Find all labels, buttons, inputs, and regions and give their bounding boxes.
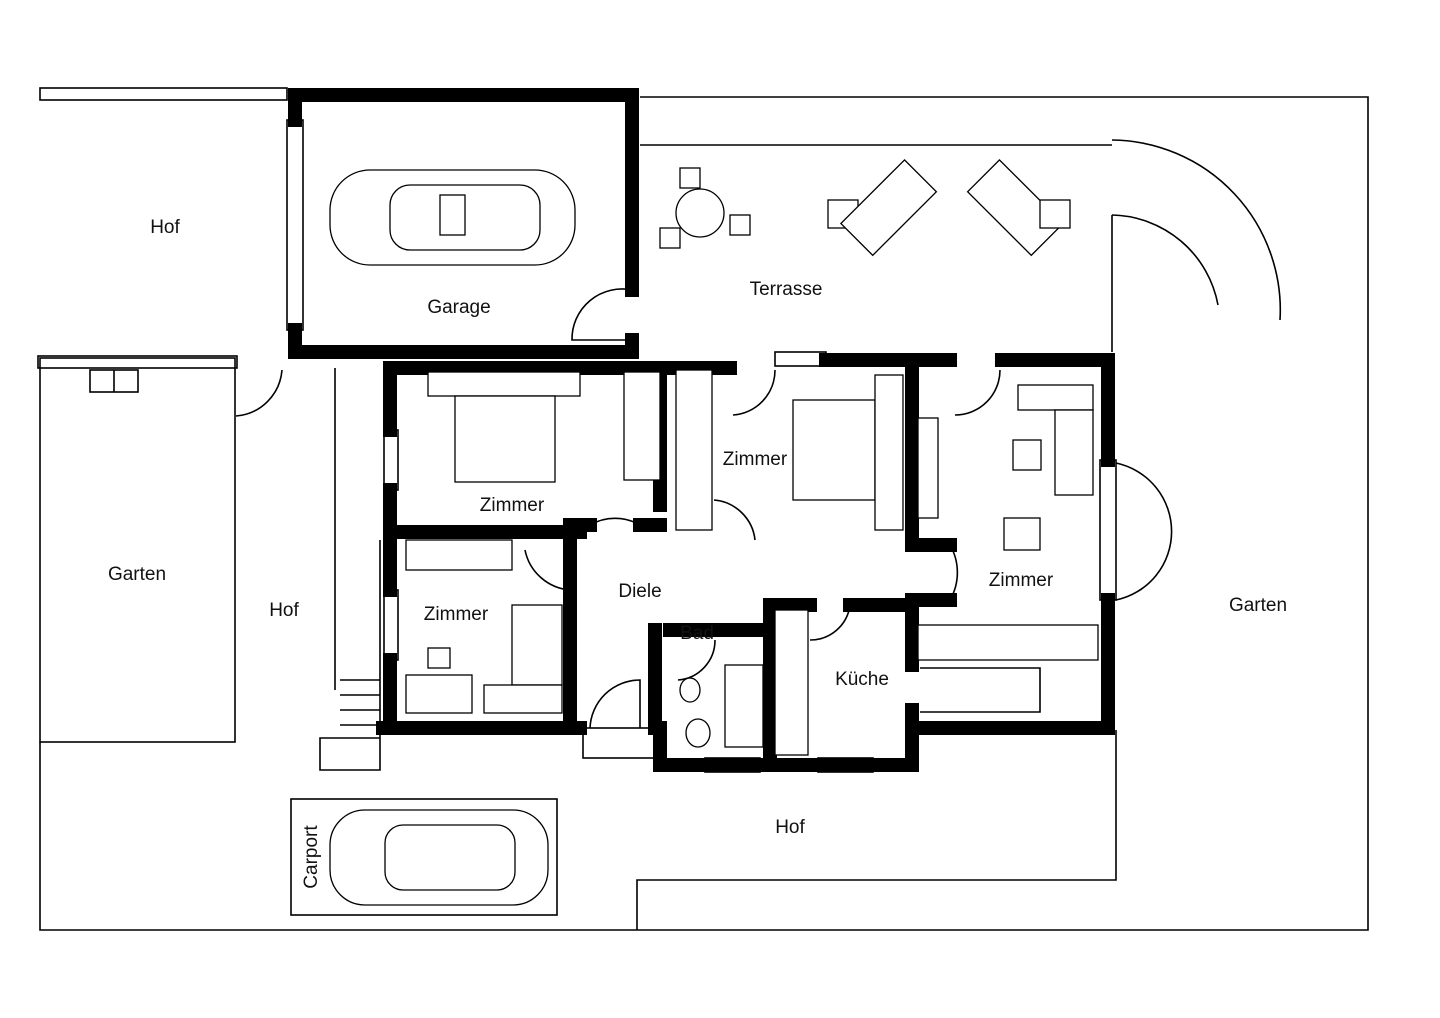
label-hof: Hof [150,217,180,238]
label-zimmer: Zimmer [723,449,788,470]
door-arc [235,369,283,417]
garage-walls [286,88,639,359]
car-carport [329,809,549,906]
label-hof: Hof [775,817,805,838]
label-diele: Diele [618,581,661,602]
property-lines [39,87,1369,931]
label-kueche: Küche [835,669,889,690]
label-zimmer: Zimmer [480,495,545,516]
carport-outline [290,798,558,916]
label-hof: Hof [269,600,299,621]
label-bad: Bad [680,623,714,644]
label-carport: Carport [301,825,322,889]
stairs [319,139,1282,771]
label-garage: Garage [427,297,490,318]
label-garten: Garten [1229,595,1287,616]
label-terrasse: Terrasse [750,279,823,300]
label-zimmer: Zimmer [424,604,489,625]
label-garten: Garten [108,564,166,585]
label-zimmer: Zimmer [989,570,1054,591]
car-garage [329,169,576,266]
garden-left-area [37,355,283,743]
furniture [405,158,1099,756]
